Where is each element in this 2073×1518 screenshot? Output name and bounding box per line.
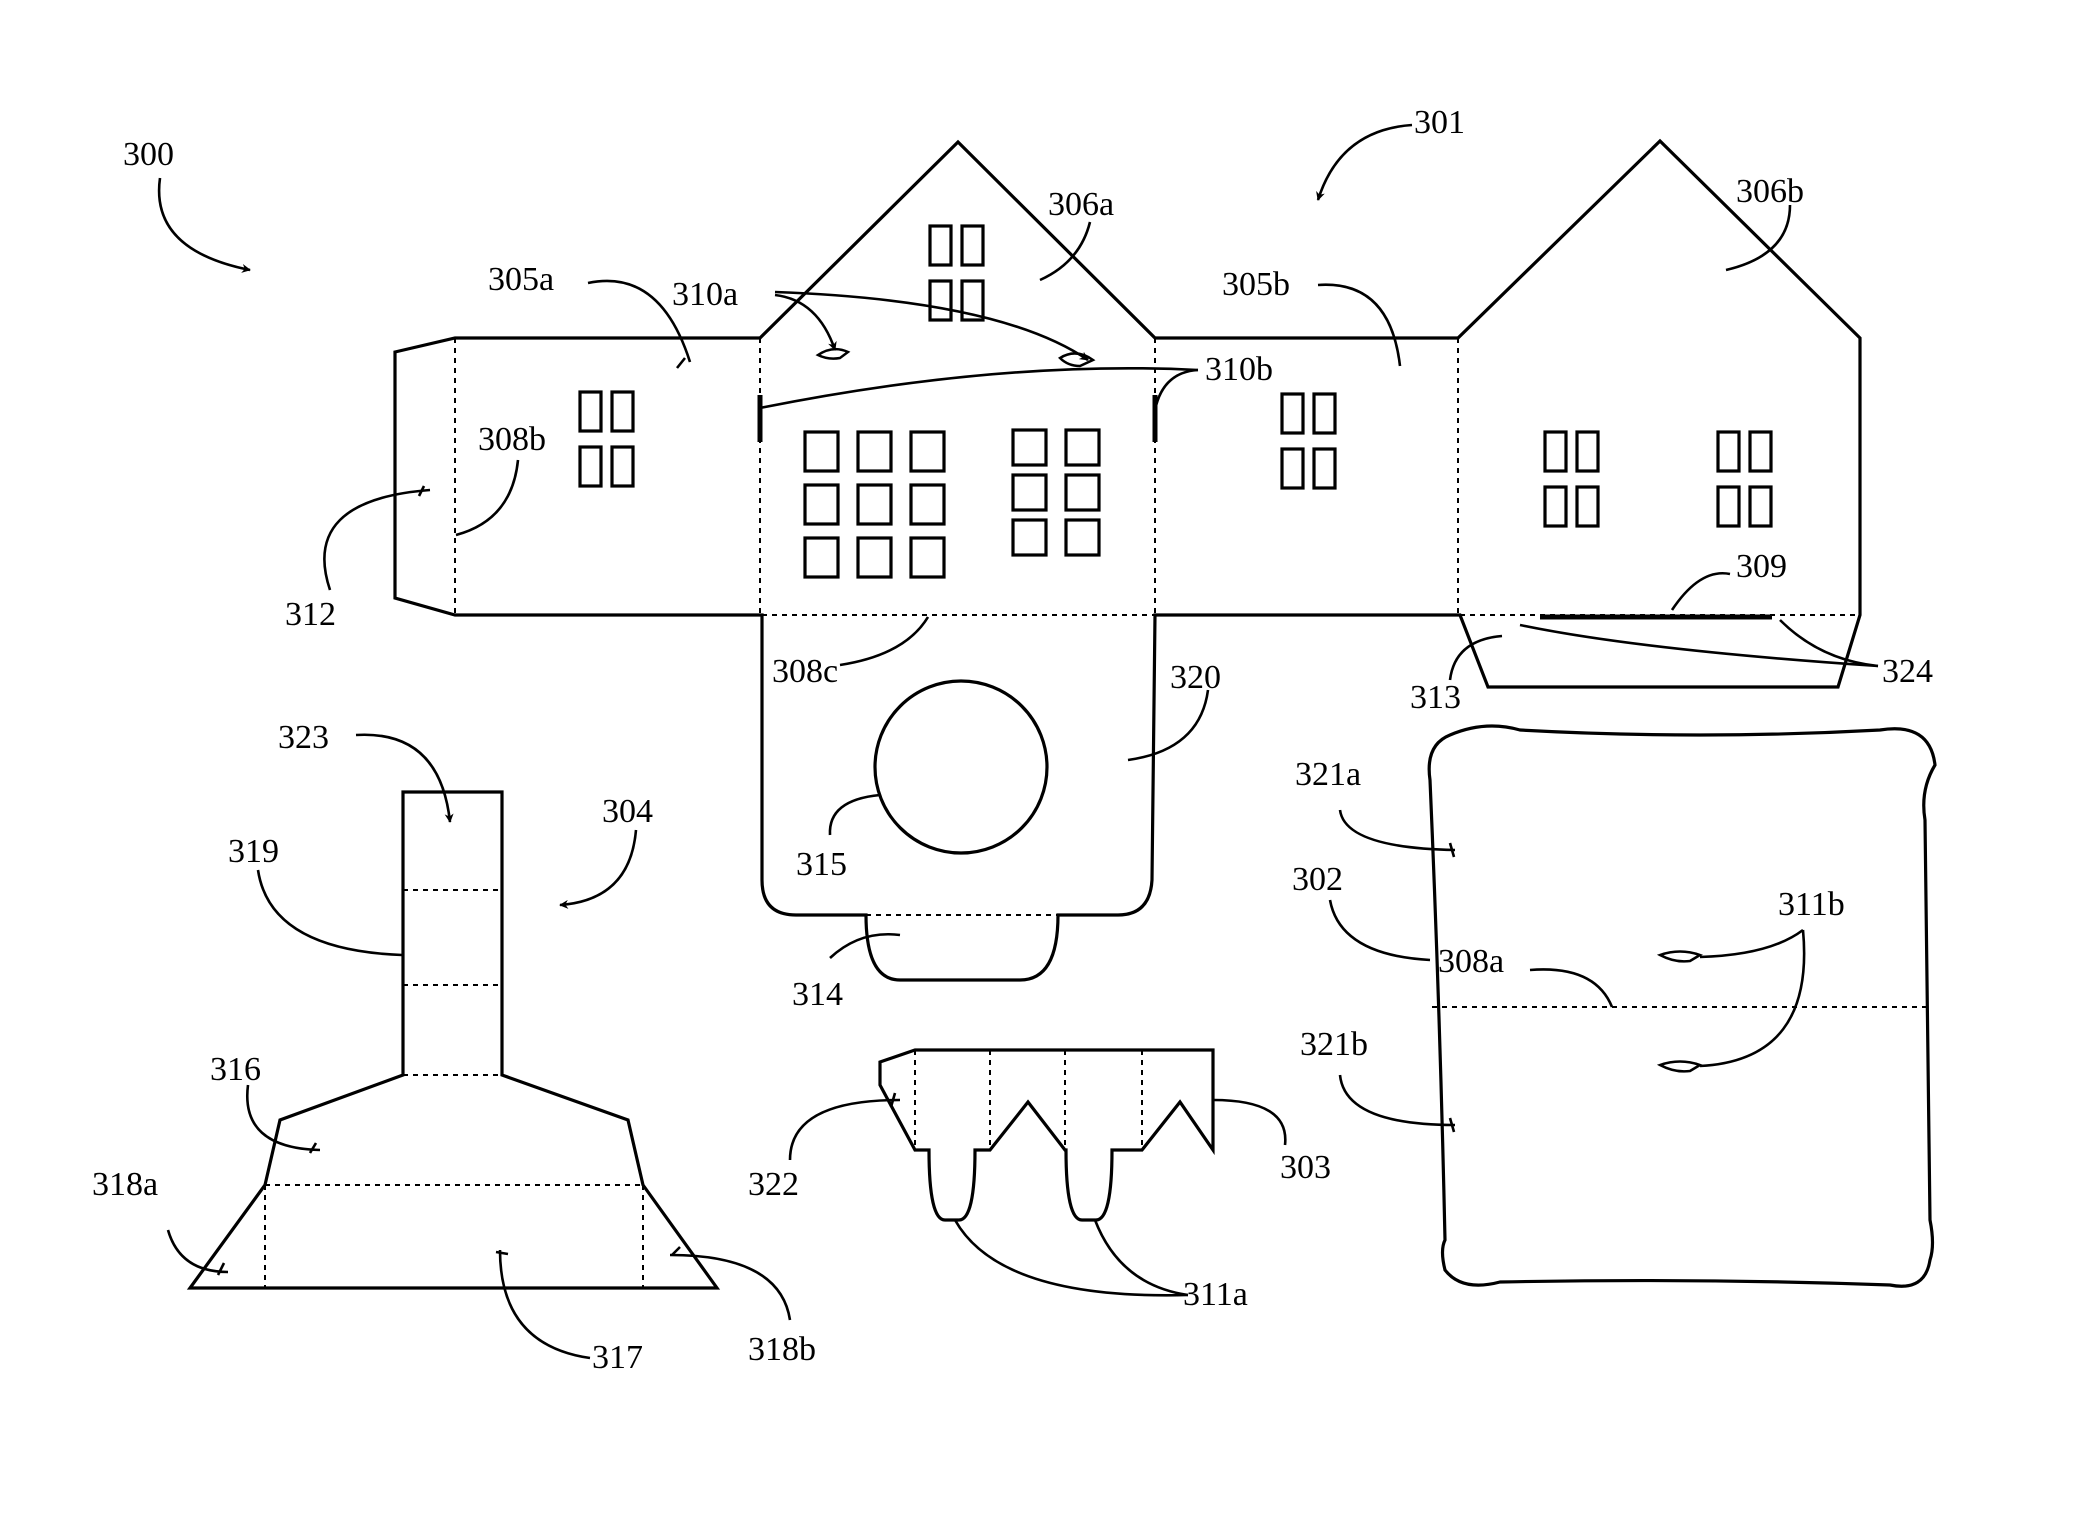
windows-306a-gable bbox=[930, 226, 983, 320]
house-net bbox=[395, 141, 1860, 980]
label-303: 303 bbox=[1280, 1149, 1331, 1186]
label-318b: 318b bbox=[748, 1331, 816, 1368]
slit-311b-top bbox=[1660, 952, 1700, 962]
label-313: 313 bbox=[1410, 679, 1461, 716]
label-305b: 305b bbox=[1222, 266, 1290, 303]
label-316: 316 bbox=[210, 1051, 261, 1088]
windows-306a-grid bbox=[805, 432, 944, 577]
label-315: 315 bbox=[796, 846, 847, 883]
label-311a: 311a bbox=[1183, 1276, 1248, 1313]
leader-lines bbox=[159, 125, 1878, 1358]
label-311b: 311b bbox=[1778, 886, 1845, 923]
windows-306a-grid-right bbox=[1013, 430, 1099, 555]
windows-305a bbox=[580, 392, 633, 486]
slit-311b-bottom bbox=[1660, 1062, 1700, 1072]
label-322: 322 bbox=[748, 1166, 799, 1203]
label-314: 314 bbox=[792, 976, 843, 1013]
label-308c: 308c bbox=[772, 653, 838, 690]
label-310a: 310a bbox=[672, 276, 738, 313]
windows-305b bbox=[1282, 394, 1335, 488]
label-308b: 308b bbox=[478, 421, 546, 458]
house-net-outline bbox=[395, 141, 1860, 980]
slit-310a-left bbox=[818, 349, 848, 358]
label-300: 300 bbox=[123, 136, 174, 173]
label-324: 324 bbox=[1882, 653, 1933, 690]
label-312: 312 bbox=[285, 596, 336, 633]
label-305a: 305a bbox=[488, 261, 554, 298]
label-318a: 318a bbox=[92, 1166, 158, 1203]
tree-strip-outline bbox=[880, 1050, 1213, 1220]
roof-piece-302 bbox=[1429, 726, 1935, 1286]
circular-opening-315 bbox=[875, 681, 1047, 853]
label-310b: 310b bbox=[1205, 351, 1273, 388]
label-321a: 321a bbox=[1295, 756, 1361, 793]
label-323: 323 bbox=[278, 719, 329, 756]
label-321b: 321b bbox=[1300, 1026, 1368, 1063]
label-306b: 306b bbox=[1736, 173, 1804, 210]
label-308a: 308a bbox=[1438, 943, 1504, 980]
label-320: 320 bbox=[1170, 659, 1221, 696]
label-306a: 306a bbox=[1048, 186, 1114, 223]
label-309: 309 bbox=[1736, 548, 1787, 585]
windows-306b bbox=[1545, 432, 1771, 526]
label-319: 319 bbox=[228, 833, 279, 870]
label-301: 301 bbox=[1414, 104, 1465, 141]
label-304: 304 bbox=[602, 793, 653, 830]
label-302: 302 bbox=[1292, 861, 1343, 898]
tree-strip-303 bbox=[880, 1050, 1213, 1220]
label-317: 317 bbox=[592, 1339, 643, 1376]
